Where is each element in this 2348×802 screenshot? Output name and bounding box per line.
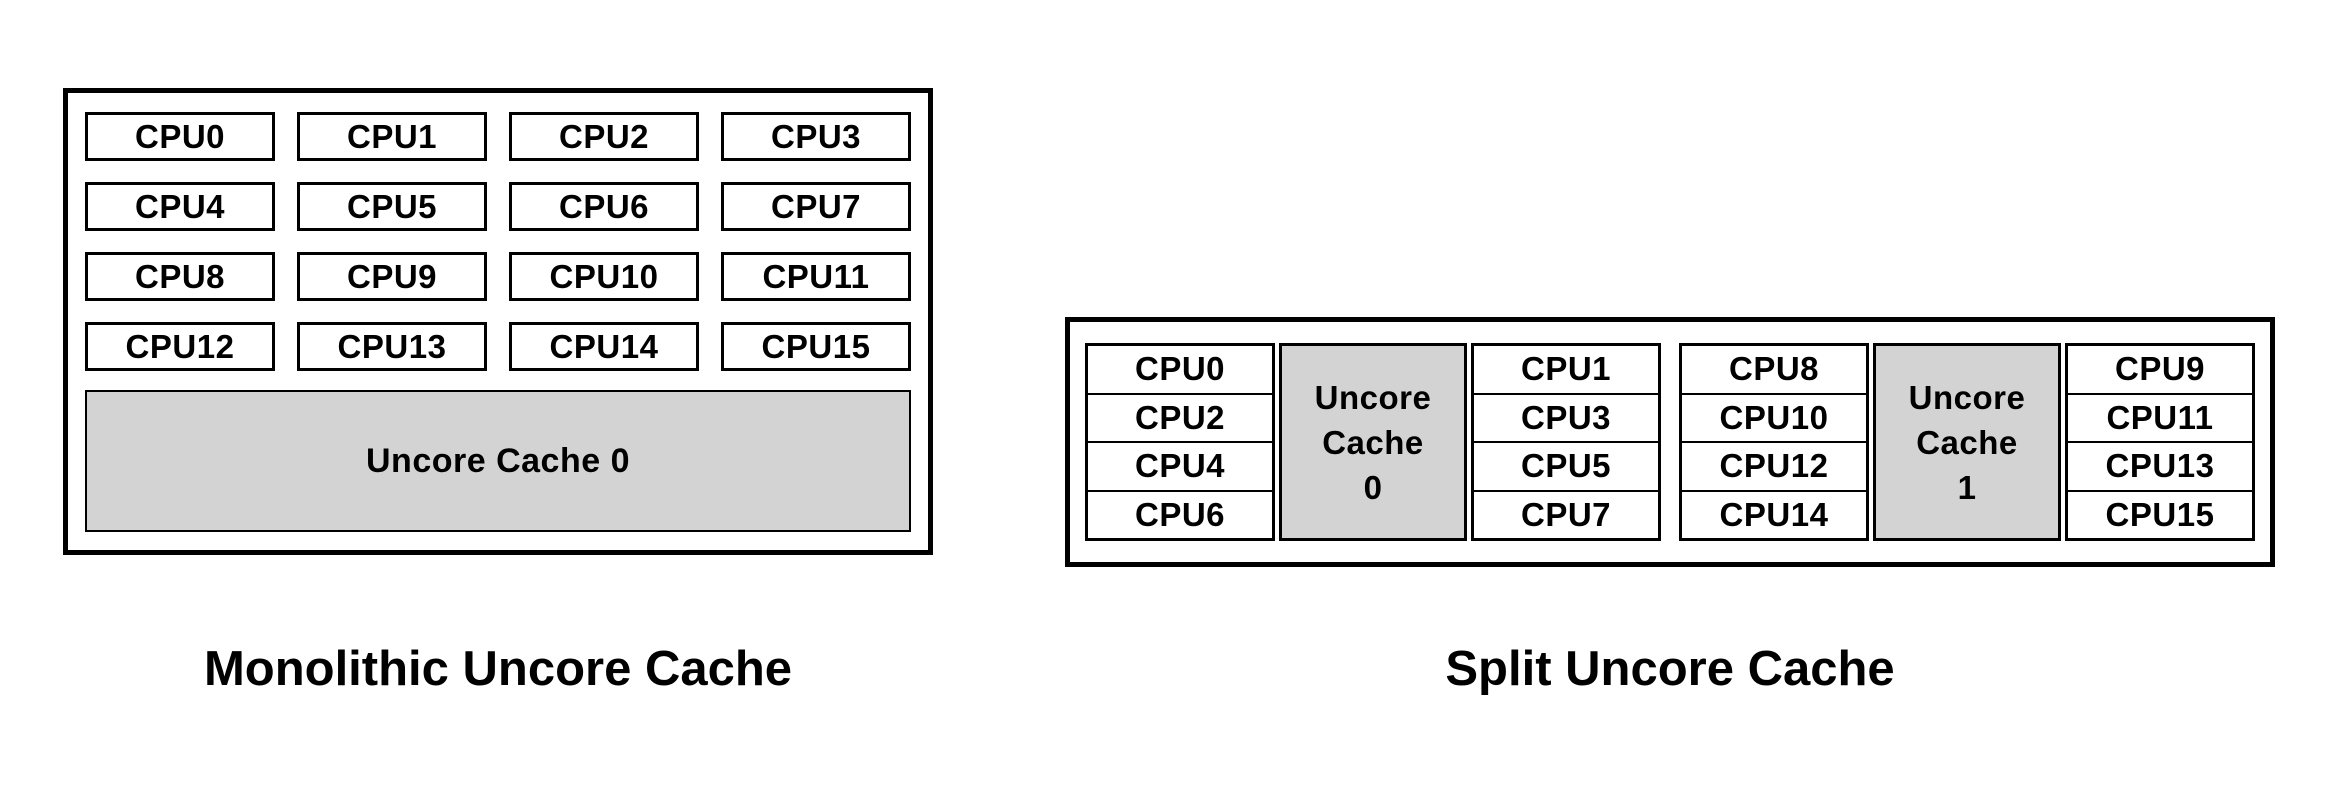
- split-cpu-box-8: CPU8: [1682, 346, 1866, 395]
- split-cache-0-line-1: Uncore: [1314, 378, 1432, 416]
- mono-cpu-box-5: CPU5: [297, 182, 487, 231]
- split-cpu-box-0: CPU0: [1088, 346, 1272, 395]
- split-cpu-box-15: CPU15: [2105, 495, 2215, 533]
- mono-cpu-box-6: CPU6: [509, 182, 699, 231]
- split-cache-1-line-1: Uncore: [1908, 378, 2026, 416]
- mono-cpu-box-15: CPU15: [721, 322, 911, 371]
- monolithic-uncore-box: CPU0 CPU1 CPU2 CPU3 CPU4 CPU5 CPU6 CPU7 …: [63, 88, 933, 555]
- split-cpu-box-1: CPU1: [1474, 346, 1658, 395]
- cluster-0-left-cpu-column: CPU0 CPU2 CPU4 CPU6: [1085, 343, 1275, 541]
- cluster-1-left-cpu-column: CPU8 CPU10 CPU12 CPU14: [1679, 343, 1869, 541]
- cluster-1-right-cpu-column: CPU9 CPU11 CPU13 CPU15: [2065, 343, 2255, 541]
- split-cpu-box-13: CPU13: [2068, 443, 2252, 492]
- mono-cpu-box-7: CPU7: [721, 182, 911, 231]
- split-uncore-cache-0-box: Uncore Cache 0: [1279, 343, 1467, 541]
- mono-cpu-box-12: CPU12: [85, 322, 275, 371]
- split-cpu-box-4: CPU4: [1088, 443, 1272, 492]
- uncore-cache-0-label: Uncore Cache 0: [366, 441, 630, 480]
- split-cluster-0: CPU0 CPU2 CPU4 CPU6 Uncore Cache 0 CPU1 …: [1085, 343, 1661, 541]
- monolithic-caption: Monolithic Uncore Cache: [203, 642, 793, 696]
- split-uncore-box: CPU0 CPU2 CPU4 CPU6 Uncore Cache 0 CPU1 …: [1065, 317, 2275, 567]
- split-caption: Split Uncore Cache: [1445, 642, 1895, 696]
- cluster-0-right-cpu-column: CPU1 CPU3 CPU5 CPU7: [1471, 343, 1661, 541]
- monolithic-cpu-grid: CPU0 CPU1 CPU2 CPU3 CPU4 CPU5 CPU6 CPU7 …: [85, 112, 911, 371]
- mono-cpu-box-0: CPU0: [85, 112, 275, 161]
- split-cpu-box-2: CPU2: [1088, 395, 1272, 443]
- mono-cpu-box-3: CPU3: [721, 112, 911, 161]
- split-cluster-1: CPU8 CPU10 CPU12 CPU14 Uncore Cache 1 CP…: [1679, 343, 2255, 541]
- mono-cpu-box-11: CPU11: [721, 252, 911, 301]
- split-cpu-box-7: CPU7: [1520, 495, 1612, 533]
- split-cpu-box-14: CPU14: [1719, 495, 1829, 533]
- split-cpu-box-3: CPU3: [1474, 395, 1658, 443]
- mono-cpu-box-2: CPU2: [509, 112, 699, 161]
- split-cpu-box-9: CPU9: [2068, 346, 2252, 395]
- mono-cpu-box-4: CPU4: [85, 182, 275, 231]
- split-cpu-box-5: CPU5: [1474, 443, 1658, 492]
- split-cache-1-line-2: Cache: [1916, 423, 2018, 461]
- split-cpu-box-6: CPU6: [1134, 495, 1226, 533]
- mono-cpu-box-10: CPU10: [509, 252, 699, 301]
- mono-cpu-box-8: CPU8: [85, 252, 275, 301]
- split-cache-0-line-3: 0: [1363, 468, 1383, 506]
- split-cpu-box-12: CPU12: [1682, 443, 1866, 492]
- mono-cpu-box-14: CPU14: [509, 322, 699, 371]
- split-cpu-box-11: CPU11: [2068, 395, 2252, 443]
- split-cpu-box-10: CPU10: [1682, 395, 1866, 443]
- split-cache-0-line-2: Cache: [1322, 423, 1424, 461]
- split-cache-1-line-3: 1: [1957, 468, 1977, 506]
- mono-cpu-box-9: CPU9: [297, 252, 487, 301]
- mono-cpu-box-1: CPU1: [297, 112, 487, 161]
- split-uncore-cache-1-box: Uncore Cache 1: [1873, 343, 2061, 541]
- mono-cpu-box-13: CPU13: [297, 322, 487, 371]
- uncore-cache-0-box: Uncore Cache 0: [85, 390, 911, 532]
